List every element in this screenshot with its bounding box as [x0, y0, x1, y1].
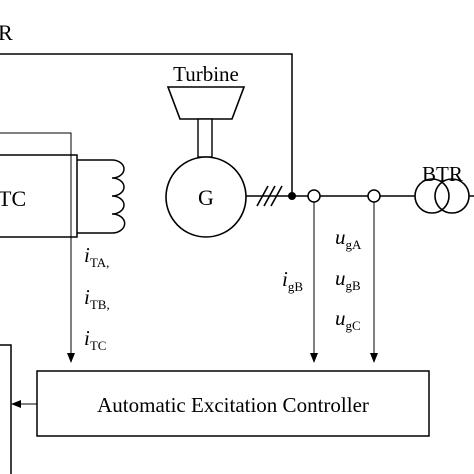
- voltage-sensor-circle: [367, 189, 381, 203]
- itc-label: iTC: [84, 326, 106, 353]
- current-feed-line: [0, 132, 75, 363]
- tc-box: [0, 154, 78, 238]
- current-sensor-circle: [307, 189, 321, 203]
- tc-label: TC: [0, 186, 26, 211]
- ugb-label: ugB: [335, 266, 361, 293]
- feedback-line-top: [0, 53, 293, 196]
- ugc-label: ugC: [335, 306, 361, 333]
- uga-label: ugA: [335, 225, 362, 252]
- controller-label: Automatic Excitation Controller: [97, 393, 369, 417]
- ita-label: iTA,: [84, 243, 109, 270]
- controller-box: [36, 370, 430, 437]
- btr-label: BTR: [422, 162, 463, 186]
- turbine-shaft: [197, 118, 213, 158]
- btr-coil-left: [414, 178, 450, 214]
- igb-label: igB: [282, 267, 303, 294]
- generator-label: G: [198, 185, 214, 210]
- bus-junction-dot: [288, 192, 296, 200]
- r-label: R: [0, 20, 13, 45]
- three-phase-marker: [256, 185, 283, 207]
- left-block-edge: [0, 344, 12, 474]
- generator-circle: [165, 156, 247, 238]
- tc-coil: [111, 159, 126, 234]
- turbine-shape: [166, 86, 246, 120]
- itb-label: iTB,: [84, 285, 110, 312]
- turbine-label: Turbine: [173, 62, 239, 86]
